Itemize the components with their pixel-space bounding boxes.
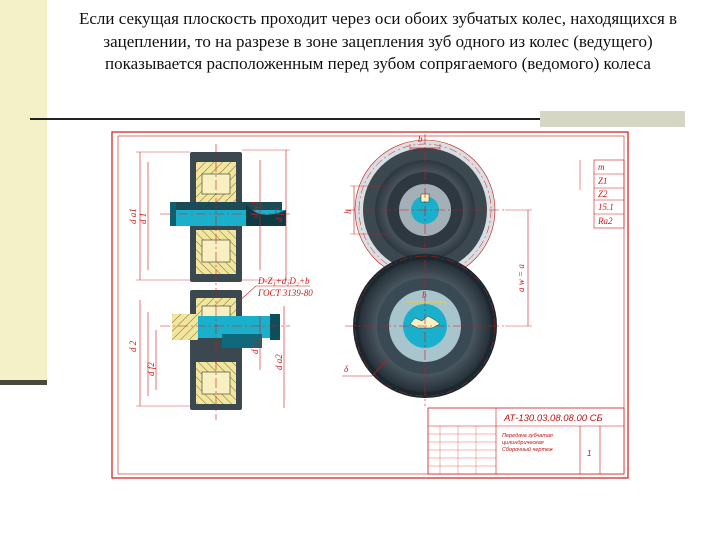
table-cell-2: Z1 bbox=[598, 176, 608, 186]
label-b-mid: b bbox=[422, 290, 427, 300]
drawing-frame bbox=[111, 131, 629, 479]
table-cell-5: Ra2 bbox=[597, 216, 613, 226]
dim-df2: d f2 bbox=[146, 362, 156, 376]
dim-dw2: d w2 bbox=[250, 336, 260, 354]
gear-assembly-drawing: d a1 d 1 d 2 d f2 d w1 d f2 d w2 d a2 D-… bbox=[110, 130, 630, 480]
title-block bbox=[427, 407, 625, 475]
label-h: h bbox=[343, 209, 353, 214]
dim-da1: d a1 bbox=[128, 208, 138, 224]
title-divider bbox=[30, 118, 540, 120]
dim-da2: d a2 bbox=[274, 354, 284, 370]
stamp-sheet: 1 bbox=[587, 449, 591, 458]
divider-block bbox=[540, 111, 685, 127]
section-view bbox=[136, 144, 310, 420]
dim-d2: d 2 bbox=[128, 340, 138, 352]
left-accent-bar-edge bbox=[0, 380, 47, 385]
table-cell-3: Z2 bbox=[598, 189, 608, 199]
dim-d1: d 1 bbox=[138, 213, 148, 224]
label-angle: δ bbox=[344, 364, 349, 374]
slide-title: Если секущая плоскость проходит через ос… bbox=[78, 9, 678, 73]
stamp-desc-2: цилиндрическая bbox=[502, 440, 544, 446]
dim-df2-mid: d f2 bbox=[274, 208, 284, 222]
stamp-desc-3: Сборочный чертеж bbox=[502, 446, 553, 453]
drawing-svg: d a1 d 1 d 2 d f2 d w1 d f2 d w2 d a2 D-… bbox=[111, 131, 629, 479]
dim-aw: a w = a bbox=[516, 264, 526, 292]
note-line-1: D-Z₁+d₁D₂+b bbox=[257, 276, 310, 286]
left-accent-bar bbox=[0, 0, 47, 383]
front-view bbox=[342, 134, 532, 406]
parts-table bbox=[579, 159, 625, 229]
stamp-desc-1: Передача зубчатая bbox=[502, 433, 553, 439]
stamp-code: АТ-130.03.08.08.00 СБ bbox=[503, 413, 603, 424]
table-cell-1: m bbox=[598, 162, 605, 172]
label-b-top: b bbox=[418, 134, 423, 144]
dim-dw1: d w1 bbox=[250, 201, 260, 218]
note-line-2: ГОСТ 3139-80 bbox=[257, 288, 313, 298]
table-cell-4: 15.1 bbox=[598, 202, 614, 212]
